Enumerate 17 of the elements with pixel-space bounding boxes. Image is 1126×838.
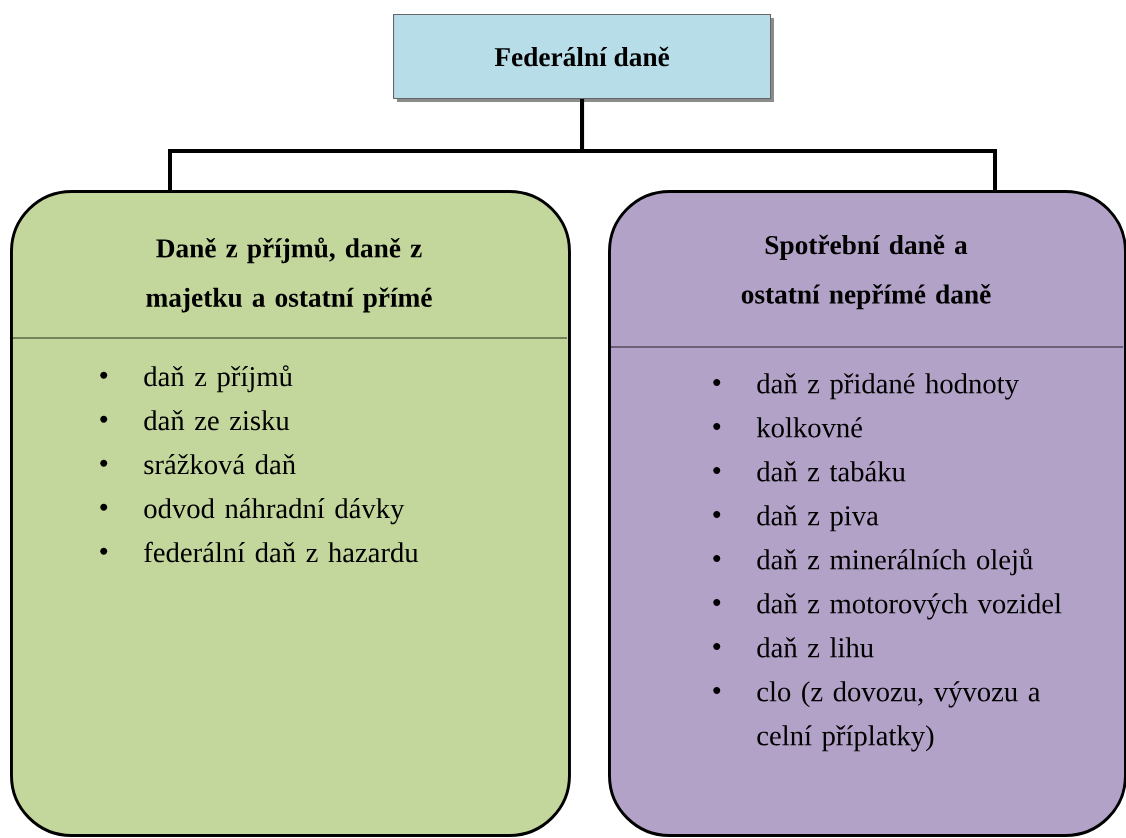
bullet-item: odvod náhradní dávky	[100, 498, 405, 525]
bullet-item: daň z piva	[713, 505, 879, 532]
bullet-item: clo (z dovozu, vývozu a celní příplatky)	[713, 681, 1041, 752]
connector-line	[580, 99, 997, 190]
box-heading: Spotřební daně a ostatní nepřímé daně	[741, 234, 991, 310]
bullet-item: daň z přidané hodnoty	[713, 373, 1019, 400]
bullet-item: daň ze zisku	[100, 410, 290, 431]
bullet-item: daň z příjmů	[100, 365, 293, 393]
bullet-item: daň z motorových vozidel	[713, 593, 1062, 620]
bullet-item: daň z lihu	[713, 637, 874, 658]
bullet-item: daň z tabáku	[713, 461, 906, 482]
title-box: Federální daně	[393, 14, 774, 102]
bullet-item: federální daň z hazardu	[100, 541, 419, 563]
bullet-item: srážková daň	[100, 454, 296, 475]
box-heading: Daně z příjmů, daně z majetku a ostatní přímé	[146, 237, 432, 313]
bullet-item: daň z minerálních olejů	[713, 548, 1033, 576]
bullet-item: kolkovné	[713, 417, 862, 438]
